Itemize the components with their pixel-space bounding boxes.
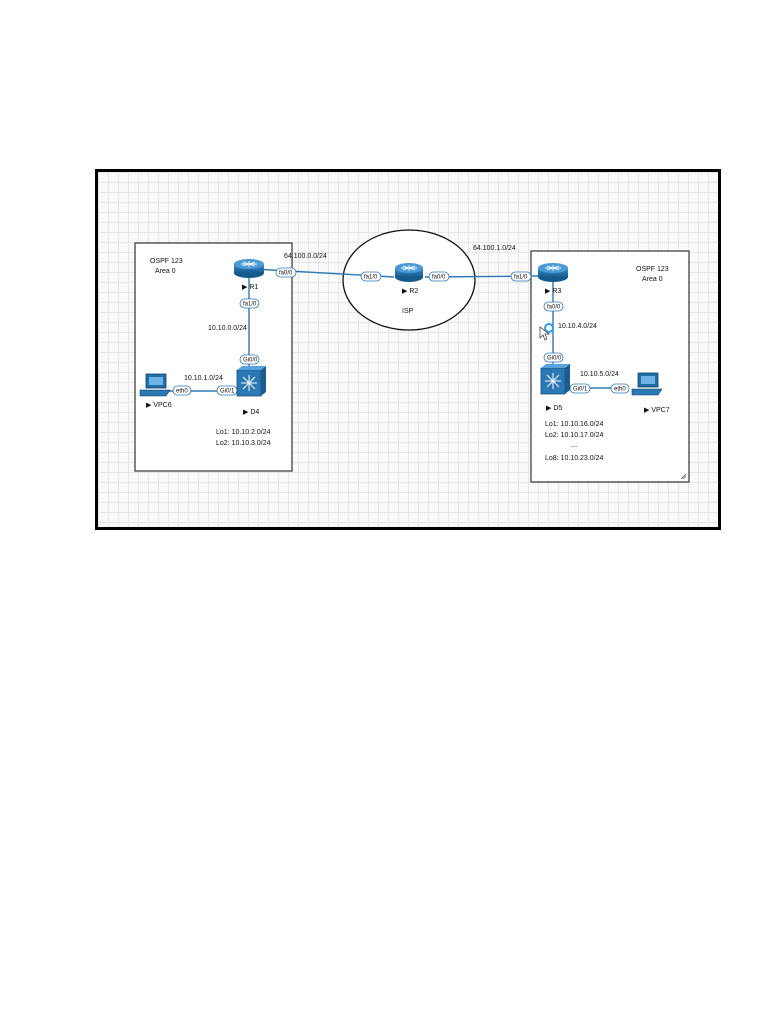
multilayer-switch-icon bbox=[236, 366, 266, 397]
link-selection-ring[interactable] bbox=[544, 323, 554, 333]
iface-d4-gi00[interactable]: Gi0/0 bbox=[239, 354, 260, 365]
d5-loopback-8: Lo8: 10.10.23.0/24 bbox=[545, 455, 603, 462]
area-left-area-label: Area 0 bbox=[155, 268, 176, 275]
mouse-cursor-icon bbox=[539, 326, 551, 341]
svg-text:fa0/0: fa0/0 bbox=[547, 305, 561, 311]
label-d5: ▶ D5 bbox=[546, 405, 562, 412]
pc-vpc6[interactable]: ▶ VPC6 bbox=[139, 373, 172, 409]
iface-r3-fa10[interactable]: fa1/0 bbox=[510, 271, 532, 282]
iface-r2-fa10[interactable]: fa1/0 bbox=[360, 271, 382, 282]
router-r3[interactable]: ▶ R3 bbox=[538, 263, 568, 295]
svg-text:eth0: eth0 bbox=[176, 389, 188, 395]
multilayer-switch-icon bbox=[540, 364, 570, 395]
network-label-r1-r2: 64.100.0.0/24 bbox=[284, 253, 327, 260]
isp-label: ISP bbox=[402, 308, 414, 315]
area-left-ospf-label: OSPF 123 bbox=[150, 258, 183, 265]
router-icon bbox=[234, 259, 264, 278]
d5-loopback-1: Lo1: 10.10.16.0/24 bbox=[545, 421, 603, 428]
label-r1: ▶ R1 bbox=[242, 284, 258, 291]
ospf-area-left-box bbox=[134, 242, 293, 472]
router-icon bbox=[395, 263, 423, 282]
pc-vpc7[interactable]: ▶ VPC7 bbox=[631, 372, 670, 414]
switch-d4[interactable]: ▶ D4 bbox=[236, 366, 266, 416]
iface-d4-gi01[interactable]: Gi0/1 bbox=[216, 385, 238, 396]
svg-text:fa1/0: fa1/0 bbox=[364, 275, 378, 281]
router-r2[interactable]: ▶ R2 bbox=[395, 263, 423, 295]
d5-loopback-ellipsis: .... bbox=[570, 442, 578, 449]
svg-text:Gi0/0: Gi0/0 bbox=[243, 358, 258, 364]
iface-vpc7-eth0[interactable]: eth0 bbox=[610, 383, 630, 394]
network-label-r3-d5: 10.10.4.0/24 bbox=[558, 323, 597, 330]
iface-r3-fa00[interactable]: fa0/0 bbox=[543, 301, 564, 312]
pc-icon bbox=[631, 372, 663, 396]
network-label-d5-vpc7: 10.10.5.0/24 bbox=[580, 371, 619, 378]
network-label-r1-d4: 10.10.0.0/24 bbox=[208, 325, 247, 332]
network-label-r2-r3: 64.100.1.0/24 bbox=[473, 245, 516, 252]
switch-d5[interactable]: ▶ D5 bbox=[540, 364, 570, 412]
iface-d5-gi01[interactable]: Gi0/1 bbox=[569, 383, 591, 394]
svg-text:fa0/0: fa0/0 bbox=[279, 271, 293, 277]
iface-vpc6-eth0[interactable]: eth0 bbox=[172, 385, 192, 396]
iface-d5-gi00[interactable]: Gi0/0 bbox=[543, 352, 564, 363]
label-r2: ▶ R2 bbox=[402, 288, 418, 295]
svg-text:Gi0/1: Gi0/1 bbox=[220, 389, 235, 395]
d4-loopback-1: Lo1: 10.10.2.0/24 bbox=[216, 429, 271, 436]
iface-r2-fa00[interactable]: fa0/0 bbox=[428, 271, 450, 282]
svg-text:fa1/0: fa1/0 bbox=[514, 275, 528, 281]
area-right-ospf-label: OSPF 123 bbox=[636, 266, 669, 273]
label-r3: ▶ R3 bbox=[545, 288, 561, 295]
svg-text:fa1/0: fa1/0 bbox=[243, 302, 257, 308]
topology-diagram: OSPF 123 Area 0 OSPF 123 Area 0 ISP 64.1… bbox=[134, 229, 690, 483]
label-d4: ▶ D4 bbox=[243, 409, 259, 416]
svg-text:Gi0/0: Gi0/0 bbox=[547, 356, 562, 362]
iface-r1-fa00[interactable]: fa0/0 bbox=[275, 267, 297, 278]
resize-handle-icon[interactable] bbox=[680, 473, 687, 480]
svg-text:eth0: eth0 bbox=[614, 387, 626, 393]
svg-text:Gi0/1: Gi0/1 bbox=[573, 387, 588, 393]
area-right-area-label: Area 0 bbox=[642, 276, 663, 283]
d5-loopback-2: Lo2: 10.10.17.0/24 bbox=[545, 432, 603, 439]
network-label-d4-vpc6: 10.10.1.0/24 bbox=[184, 375, 223, 382]
svg-text:fa0/0: fa0/0 bbox=[432, 275, 446, 281]
pc-icon bbox=[139, 373, 171, 397]
router-icon bbox=[538, 263, 568, 282]
label-vpc7: ▶ VPC7 bbox=[644, 407, 670, 414]
d4-loopback-2: Lo2: 10.10.3.0/24 bbox=[216, 440, 271, 447]
iface-r1-fa10[interactable]: fa1/0 bbox=[239, 298, 260, 309]
label-vpc6: ▶ VPC6 bbox=[146, 402, 172, 409]
router-r1[interactable]: ▶ R1 bbox=[234, 259, 264, 291]
topology-canvas: OSPF 123 Area 0 OSPF 123 Area 0 ISP 64.1… bbox=[95, 169, 721, 530]
